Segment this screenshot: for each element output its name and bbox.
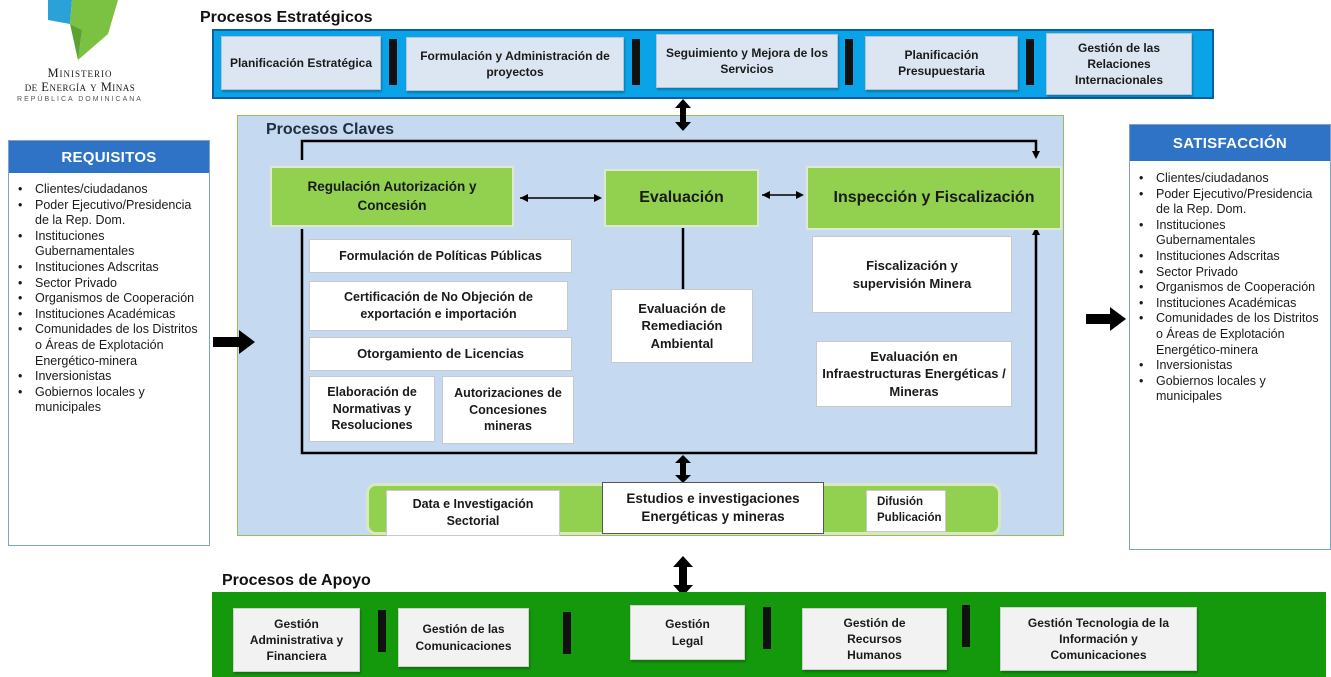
regulacion-item-3: Otorgamiento de Licencias bbox=[309, 337, 572, 371]
separator bbox=[389, 39, 397, 85]
evaluacion-item-1: Evaluación de Remediación Ambiental bbox=[611, 289, 753, 363]
ministry-logo: Ministerio de Energía y Minas República … bbox=[0, 0, 160, 108]
logo-line2: de Energía y Minas bbox=[24, 80, 136, 94]
regulacion-item-2: Certificación de No Objeción de exportac… bbox=[309, 281, 568, 331]
list-item: Organismos de Cooperación bbox=[18, 291, 205, 307]
apoyo-box-5: Gestión Tecnologia de la Información y C… bbox=[1000, 607, 1197, 671]
estrategico-box-5: Gestión de las Relaciones Internacionale… bbox=[1046, 33, 1192, 95]
separator bbox=[563, 612, 571, 654]
separator bbox=[1026, 39, 1034, 85]
list-item: Comunidades de los Distritos o Áreas de … bbox=[1139, 311, 1326, 358]
double-arrow-claves-apoyo bbox=[673, 556, 693, 596]
right-arrow-icon bbox=[1086, 307, 1126, 331]
list-item: Clientes/ciudadanos bbox=[1139, 171, 1326, 187]
right-arrow-icon bbox=[213, 330, 255, 354]
investigacion-item-3: Difusión Publicación bbox=[866, 490, 946, 532]
requisitos-list: Clientes/ciudadanos Poder Ejecutivo/Pres… bbox=[9, 182, 209, 416]
regulacion-item-4: Elaboración de Normativas y Resoluciones bbox=[309, 376, 435, 442]
list-item: Comunidades de los Distritos o Áreas de … bbox=[18, 322, 205, 369]
investigacion-item-1: Data e Investigación Sectorial bbox=[386, 490, 560, 536]
list-item: Gobiernos locales y municipales bbox=[1139, 374, 1326, 405]
inspeccion-item-2: Evaluación en Infraestructuras Energétic… bbox=[816, 341, 1012, 407]
ministry-logo-icon bbox=[48, 0, 118, 60]
regulacion-item-5: Autorizaciones de Concesiones mineras bbox=[442, 376, 574, 444]
list-item: Instituciones Adscritas bbox=[1139, 249, 1326, 265]
list-item: Organismos de Cooperación bbox=[1139, 280, 1326, 296]
apoyo-box-1: Gestión Administrativa y Financiera bbox=[233, 608, 360, 672]
separator bbox=[845, 39, 853, 85]
estrategico-box-1: Planificación Estratégica bbox=[221, 36, 381, 90]
double-arrow-claves-investigacion bbox=[675, 455, 691, 483]
separator bbox=[962, 605, 970, 647]
satisfaccion-panel: SATISFACCIÓN Clientes/ciudadanos Poder E… bbox=[1129, 124, 1331, 550]
apoyo-box-3: Gestión Legal bbox=[630, 605, 745, 660]
list-item: Instituciones Académicas bbox=[18, 307, 205, 323]
estrategico-box-3: Seguimiento y Mejora de los Servicios bbox=[656, 34, 838, 88]
list-item: Poder Ejecutivo/Presidencia de la Rep. D… bbox=[18, 198, 205, 229]
requisitos-panel: REQUISITOS Clientes/ciudadanos Poder Eje… bbox=[8, 140, 210, 546]
claves-title: Procesos Claves bbox=[266, 121, 395, 138]
regulacion-header: Regulación Autorización y Concesión bbox=[270, 166, 514, 227]
list-item: Sector Privado bbox=[18, 276, 205, 292]
logo-line3: República Dominicana bbox=[17, 96, 143, 103]
list-item: Inversionistas bbox=[1139, 358, 1326, 374]
regulacion-item-1: Formulación de Políticas Públicas bbox=[309, 239, 572, 273]
satisfaccion-list: Clientes/ciudadanos Poder Ejecutivo/Pres… bbox=[1130, 171, 1330, 405]
loop-arrow-top bbox=[300, 139, 1040, 160]
logo-line1: Ministerio bbox=[47, 66, 113, 80]
estrategico-box-4: Planificación Presupuestaria bbox=[865, 36, 1018, 90]
apoyo-box-2: Gestión de las Comunicaciones bbox=[398, 608, 529, 667]
list-item: Inversionistas bbox=[18, 369, 205, 385]
separator bbox=[763, 607, 771, 649]
list-item: Instituciones Gubernamentales bbox=[1139, 218, 1326, 249]
apoyo-box-4: Gestión de Recursos Humanos bbox=[802, 608, 947, 670]
inspeccion-item-1: Fiscalización y supervisión Minera bbox=[812, 236, 1012, 313]
list-item: Sector Privado bbox=[1139, 265, 1326, 281]
list-item: Poder Ejecutivo/Presidencia de la Rep. D… bbox=[1139, 187, 1326, 218]
list-item: Instituciones Académicas bbox=[1139, 296, 1326, 312]
list-item: Clientes/ciudadanos bbox=[18, 182, 205, 198]
list-item: Gobiernos locales y municipales bbox=[18, 385, 205, 416]
separator bbox=[378, 610, 386, 652]
double-arrow-estrategicos-claves bbox=[675, 99, 691, 131]
list-item: Instituciones Gubernamentales bbox=[18, 229, 205, 260]
evaluacion-header: Evaluación bbox=[604, 169, 759, 227]
loop-arrow-bottom bbox=[300, 227, 1040, 455]
apoyo-title: Procesos de Apoyo bbox=[222, 572, 371, 589]
requisitos-title: REQUISITOS bbox=[9, 141, 209, 173]
estrategico-box-2: Formulación y Administración de proyecto… bbox=[406, 37, 624, 91]
estrategicos-title: Procesos Estratégicos bbox=[200, 9, 373, 26]
satisfaccion-title: SATISFACCIÓN bbox=[1130, 125, 1330, 161]
investigacion-item-2: Estudios e investigaciones Energéticas y… bbox=[602, 482, 824, 534]
inspeccion-header: Inspección y Fiscalización bbox=[806, 166, 1062, 230]
separator bbox=[632, 39, 640, 85]
list-item: Instituciones Adscritas bbox=[18, 260, 205, 276]
